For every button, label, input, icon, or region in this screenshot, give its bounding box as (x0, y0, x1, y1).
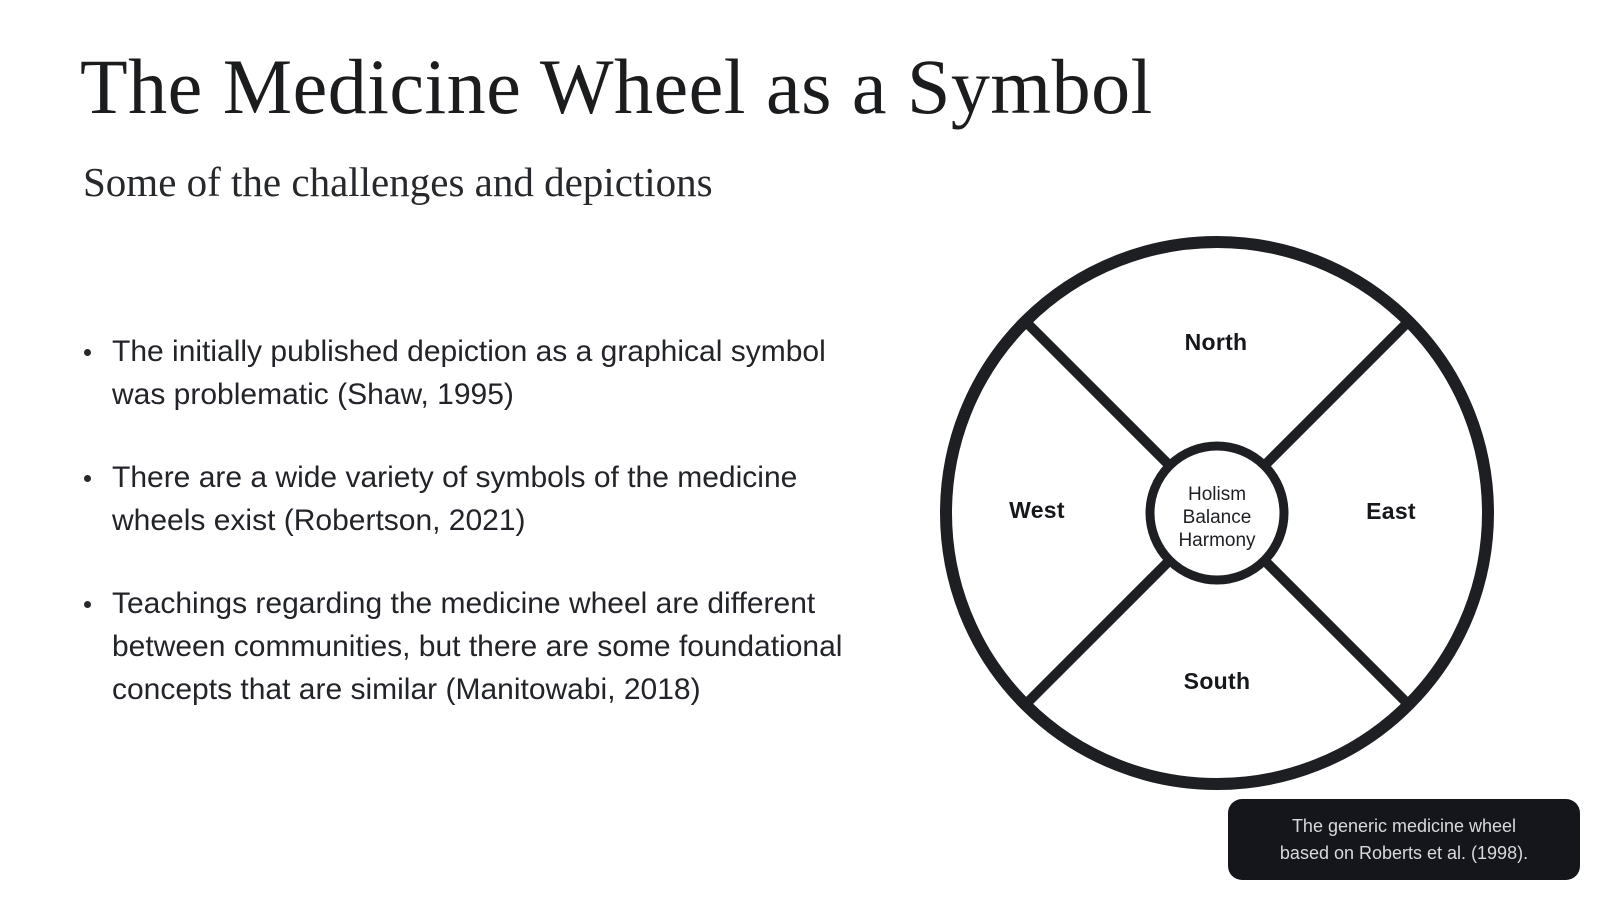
bullet-list: The initially published depiction as a g… (84, 330, 884, 751)
bullet-text: The initially published depiction as a g… (112, 335, 826, 411)
wheel-label-west: West (1009, 497, 1065, 523)
bullet-item: Teachings regarding the medicine wheel a… (84, 582, 884, 711)
wheel-inner-hub (1145, 441, 1289, 585)
wheel-center-balance: Balance (1183, 507, 1252, 528)
caption-text-line2: based on Roberts et al. (1998). (1279, 842, 1529, 863)
bullet-text: There are a wide variety of symbols of t… (112, 461, 798, 537)
wheel-outer-rim (940, 236, 1494, 790)
bullet-item: The initially published depiction as a g… (84, 330, 884, 416)
medicine-wheel-diagram: North West East South Holism Balance Har… (940, 236, 1494, 790)
slide-subtitle: Some of the challenges and depictions (83, 159, 713, 205)
wheel-label-north: North (1185, 329, 1248, 355)
wheel-center-harmony: Harmony (1178, 530, 1256, 551)
bullet-dot (84, 601, 91, 608)
bullet-text: Teachings regarding the medicine wheel a… (112, 587, 843, 706)
wheel-spoke-sw (1023, 553, 1177, 707)
slide-title: The Medicine Wheel as a Symbol (80, 43, 1153, 130)
wheel-spoke-ne (1257, 319, 1411, 473)
bullet-item: There are a wide variety of symbols of t… (84, 456, 884, 542)
bullet-dot (84, 475, 91, 482)
caption-box: The generic medicine wheel based on Robe… (1228, 799, 1580, 880)
wheel-spoke-se (1257, 553, 1411, 707)
bullet-dot (84, 349, 91, 356)
wheel-center-holism: Holism (1188, 484, 1246, 505)
wheel-label-south: South (1184, 668, 1251, 694)
wheel-spoke-nw (1023, 319, 1177, 473)
wheel-label-east: East (1366, 498, 1416, 524)
caption-text-line1: The generic medicine wheel (1291, 815, 1517, 836)
